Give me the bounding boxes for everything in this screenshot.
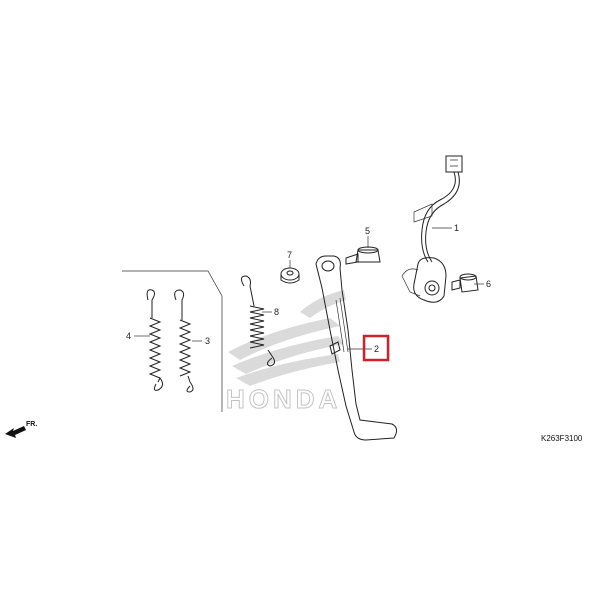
leader-lines — [134, 227, 484, 350]
highlight-box — [362, 334, 390, 362]
callout-1: 1 — [454, 223, 459, 233]
bolt-5 — [345, 246, 381, 265]
spring-group-frame — [122, 270, 223, 412]
spring-3 — [174, 289, 194, 393]
diagram-code: K263F3100 — [541, 434, 583, 443]
spring-8 — [240, 275, 276, 367]
side-stand-switch — [401, 155, 463, 303]
watermark-text: HONDA — [226, 384, 341, 414]
nut-7 — [280, 267, 300, 284]
bolt-6 — [451, 273, 479, 293]
front-direction-arrow: FR. — [5, 421, 37, 438]
side-stand — [315, 255, 398, 441]
callout-3: 3 — [205, 336, 210, 346]
callout-7: 7 — [287, 250, 292, 260]
spring-4 — [146, 289, 164, 391]
honda-wing-watermark: HONDA — [226, 290, 346, 415]
callout-8: 8 — [274, 307, 279, 317]
callout-4: 4 — [126, 331, 131, 341]
callout-2: 2 — [374, 344, 379, 354]
direction-label: FR. — [26, 421, 37, 428]
arrow-left-icon — [5, 426, 26, 438]
callout-5: 5 — [365, 226, 370, 236]
callout-6: 6 — [486, 279, 491, 289]
